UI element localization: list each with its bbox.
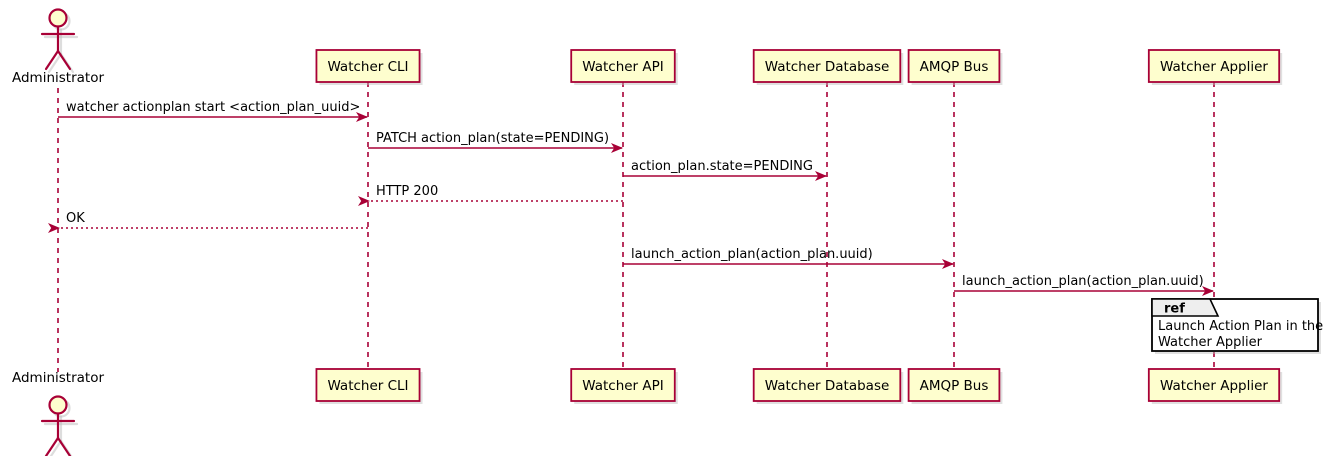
message-1[interactable]: watcher actionplan start <action_plan_uu… (58, 100, 368, 122)
message-2[interactable]: PATCH action_plan(state=PENDING) (368, 131, 623, 153)
participant-box-watcher-cli-bottom[interactable]: Watcher CLI (315, 368, 423, 404)
participant-box-amqp-bus-bottom[interactable]: AMQP Bus (907, 368, 1003, 404)
participant-box-amqp-bus-top[interactable]: AMQP Bus (907, 49, 1003, 85)
box-rect (1147, 49, 1281, 83)
message-4[interactable]: HTTP 200 (358, 184, 623, 206)
box-rect (315, 49, 421, 83)
box-rect (907, 49, 1001, 83)
lifelines-group (57, 82, 1215, 372)
actor-leg-left (44, 49, 60, 71)
ref-header-tab (1151, 298, 1220, 317)
actor-label-administrator: Administrator (12, 370, 104, 386)
box-rect (752, 49, 902, 83)
participant-box-watcher-applier-bottom[interactable]: Watcher Applier (1147, 368, 1283, 404)
participant-box-watcher-database-bottom[interactable]: Watcher Database (752, 368, 904, 404)
actor-head (48, 395, 68, 415)
message-6[interactable]: launch_action_plan(action_plan.uuid) (623, 247, 954, 269)
ref-keyword-label: ref (1164, 302, 1185, 317)
actor-administrator-top[interactable]: Administrator (12, 8, 104, 87)
participant-name-watcher-cli: Watcher CLI (327, 59, 408, 75)
ref-body-line-1: Watcher Applier (1158, 335, 1263, 350)
participant-name-watcher-applier: Watcher Applier (1160, 59, 1268, 75)
message-7[interactable]: launch_action_plan(action_plan.uuid) (954, 274, 1214, 296)
box-rect (570, 368, 676, 402)
participant-name-amqp-bus: AMQP Bus (920, 378, 989, 394)
actor-label-administrator: Administrator (12, 70, 104, 86)
participant-box-watcher-applier-top[interactable]: Watcher Applier (1147, 49, 1283, 85)
message-label-7: launch_action_plan(action_plan.uuid) (962, 274, 1204, 289)
actor-shadow-part (47, 52, 63, 74)
actor-leg-left (44, 436, 60, 456)
ref-body-line-0: Launch Action Plan in the (1158, 319, 1323, 334)
box-rect (315, 368, 421, 402)
actor-leg-right (56, 49, 72, 71)
message-label-2: PATCH action_plan(state=PENDING) (376, 131, 609, 146)
box-rect (1147, 368, 1281, 402)
message-label-4: HTTP 200 (376, 184, 438, 199)
participant-name-amqp-bus: AMQP Bus (920, 59, 989, 75)
box-rect (570, 49, 676, 83)
message-label-5: OK (66, 211, 85, 226)
actor-shadow-part (49, 439, 63, 456)
participant-name-watcher-applier: Watcher Applier (1160, 378, 1268, 394)
message-3[interactable]: action_plan.state=PENDING (623, 159, 827, 181)
participant-boxes-bottom: Watcher CLI Watcher API Watcher Database AM… (315, 368, 1283, 404)
participant-boxes-top: Watcher CLI Watcher API Watcher Database AM… (315, 49, 1283, 85)
participant-name-watcher-cli: Watcher CLI (327, 378, 408, 394)
participant-name-watcher-api: Watcher API (582, 378, 664, 394)
message-label-1: watcher actionplan start <action_plan_uu… (66, 100, 360, 115)
participant-name-watcher-api: Watcher API (582, 59, 664, 75)
participant-box-watcher-database-top[interactable]: Watcher Database (752, 49, 904, 85)
box-rect (752, 368, 902, 402)
messages-group: watcher actionplan start <action_plan_uu… (48, 100, 1214, 296)
actor-administrator-bottom[interactable]: Administrator (12, 370, 104, 456)
actor-head (48, 8, 68, 28)
participant-box-watcher-cli-top[interactable]: Watcher CLI (315, 49, 423, 85)
actor-leg-right (56, 436, 72, 456)
message-label-3: action_plan.state=PENDING (631, 159, 813, 174)
participant-box-watcher-api-bottom[interactable]: Watcher API (570, 368, 678, 404)
message-label-6: launch_action_plan(action_plan.uuid) (631, 247, 873, 262)
participant-box-watcher-api-top[interactable]: Watcher API (570, 49, 678, 85)
participant-name-watcher-database: Watcher Database (765, 59, 890, 75)
box-rect (907, 368, 1001, 402)
message-5[interactable]: OK (48, 211, 368, 233)
participant-name-watcher-database: Watcher Database (765, 378, 890, 394)
